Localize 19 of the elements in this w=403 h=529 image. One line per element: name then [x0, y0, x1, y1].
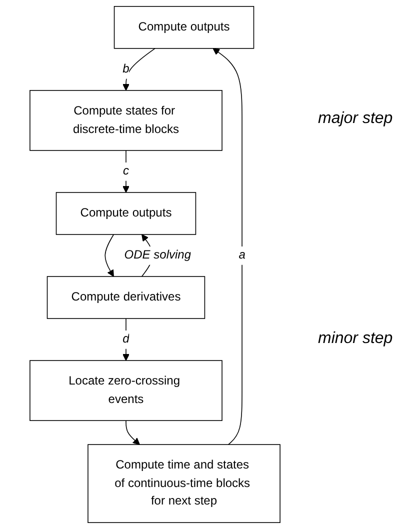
step-note: major step — [318, 110, 394, 128]
node-box: Compute time and states of continuous-time blocks for next step — [88, 444, 280, 523]
node-box: Compute derivatives — [46, 276, 206, 319]
node-box: Compute outputs — [56, 192, 196, 235]
arrow — [122, 150, 130, 193]
edge-label: ODE solving — [124, 248, 192, 262]
edge-label: d — [122, 332, 130, 346]
edge-label: c — [122, 164, 129, 178]
arrow — [104, 234, 114, 277]
arrow — [122, 48, 156, 91]
node-box: Locate zero-crossing events — [30, 360, 222, 421]
arrow — [212, 48, 242, 445]
node-box: Compute states for discrete-time blocks — [30, 90, 222, 151]
step-note: minor step — [318, 330, 394, 348]
arrow — [126, 420, 140, 445]
arrow — [122, 318, 130, 361]
edge-label: a — [238, 248, 246, 262]
node-box: Compute outputs — [114, 6, 254, 49]
edge-label: b — [122, 62, 130, 76]
